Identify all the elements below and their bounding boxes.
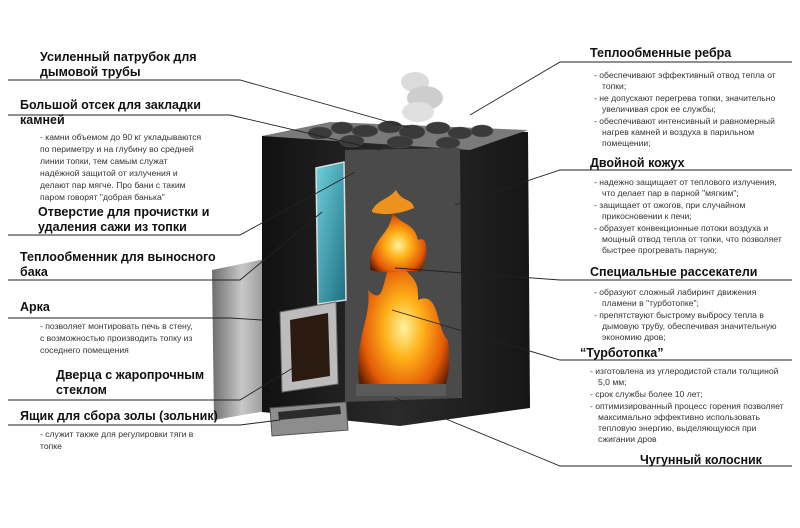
grate — [356, 384, 446, 396]
label-dividers: Специальные рассекатели — [590, 265, 758, 279]
heat-exchanger-tank — [315, 161, 347, 305]
desc-turbo: - изготовлена из углеродистой стали толщ… — [590, 366, 784, 444]
label-grate: Чугунный колосник — [640, 453, 762, 467]
leader-lines — [8, 61, 792, 467]
desc-fins: - обеспечивают эффективный отвод тепла о… — [594, 70, 776, 148]
desc-ash-box: - служит также для регулировки тяги в то… — [40, 429, 194, 451]
desc-arch: - позволяет монтировать печь в стену, с … — [40, 321, 193, 355]
desc-double-casing: - надежно защищает от теплового излучени… — [594, 177, 782, 255]
label-ash-box: Ящик для сбора золы (зольник) — [20, 409, 218, 423]
desc-stone-chamber: - камни объемом до 90 кг укладываются по… — [40, 132, 202, 202]
door-glass — [290, 313, 330, 382]
label-double-casing: Двойной кожух — [590, 156, 685, 170]
label-chimney: Усиленный патрубок для дымовой трубы — [40, 50, 197, 79]
label-cleanout: Отверстие для прочистки и удаления сажи … — [38, 205, 210, 234]
stones — [307, 120, 494, 150]
arch-panel — [212, 258, 272, 420]
label-arch: Арка — [20, 300, 50, 314]
label-stone-chamber: Большой отсек для закладки камней — [20, 98, 201, 127]
steam — [401, 72, 443, 122]
label-glass-door: Дверца с жаропрочным стеклом — [56, 368, 205, 397]
label-turbo: “Турботопка” — [580, 346, 664, 360]
fire — [358, 190, 450, 392]
label-heat-exchanger: Теплообменник для выносного бака — [20, 250, 216, 279]
label-fins: Теплообменные ребра — [590, 46, 732, 60]
